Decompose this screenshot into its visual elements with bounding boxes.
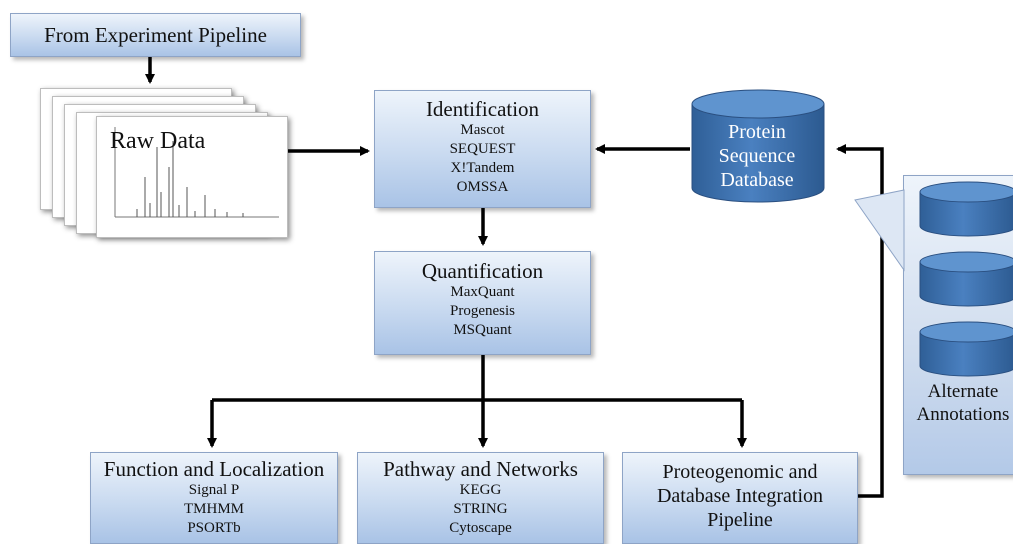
- database-label: Protein Sequence Database: [692, 120, 822, 192]
- quantification-tool: MSQuant: [453, 322, 512, 338]
- quantification-box: Quantification MaxQuant Progenesis MSQua…: [374, 251, 591, 355]
- alt-database-icon: [919, 181, 1013, 237]
- pathway-tool: KEGG: [459, 482, 502, 498]
- connector-quant-branch: [212, 355, 742, 402]
- function-localization-box: Function and Localization Signal P TMHMM…: [90, 452, 338, 544]
- database-label-line: Database: [720, 169, 794, 191]
- identification-tool: OMSSA: [456, 179, 509, 195]
- identification-tool: X!Tandem: [450, 160, 515, 176]
- arrow-proteo-to-db: [836, 144, 884, 498]
- quantification-tool: MaxQuant: [450, 284, 515, 300]
- database-cylinder-icon: [691, 89, 825, 203]
- identification-title: Identification: [425, 97, 540, 121]
- proteogenomic-line: Database Integration: [656, 485, 824, 507]
- alternate-label-line: Alternate: [927, 381, 999, 402]
- quantification-title: Quantification: [421, 259, 544, 283]
- identification-tool: SEQUEST: [449, 141, 516, 157]
- identification-tool: Mascot: [460, 122, 505, 138]
- proteogenomic-box: Proteogenomic and Database Integration P…: [622, 452, 858, 544]
- quantification-tool: Progenesis: [450, 303, 515, 319]
- identification-box: Identification Mascot SEQUEST X!Tandem O…: [374, 90, 591, 208]
- pathway-tool: Cytoscape: [449, 520, 512, 536]
- function-title: Function and Localization: [103, 457, 325, 481]
- function-tool: Signal P: [188, 482, 240, 498]
- function-tool: PSORTb: [187, 520, 241, 536]
- alternate-label-line: Annotations: [916, 404, 1010, 425]
- pathway-title: Pathway and Networks: [383, 457, 578, 481]
- source-title: From Experiment Pipeline: [44, 23, 267, 47]
- callout-pointer: [854, 189, 905, 272]
- database-label-line: Protein: [728, 121, 786, 143]
- database-label-line: Sequence: [718, 145, 796, 167]
- source-box: From Experiment Pipeline: [10, 13, 301, 57]
- spectrum-sheet-front: [96, 116, 288, 238]
- alt-database-icon: [919, 251, 1013, 307]
- pathway-tool: STRING: [453, 501, 508, 517]
- spectrum-plot: [114, 127, 279, 218]
- alt-database-icon: [919, 321, 1013, 377]
- alternate-annotations-label: Alternate Annotations: [903, 380, 1013, 426]
- raw-data-label: Raw Data: [110, 128, 206, 154]
- function-tool: TMHMM: [183, 501, 244, 517]
- proteogenomic-line: Proteogenomic and: [662, 461, 818, 483]
- pathway-networks-box: Pathway and Networks KEGG STRING Cytosca…: [357, 452, 604, 544]
- proteogenomic-line: Pipeline: [707, 509, 773, 531]
